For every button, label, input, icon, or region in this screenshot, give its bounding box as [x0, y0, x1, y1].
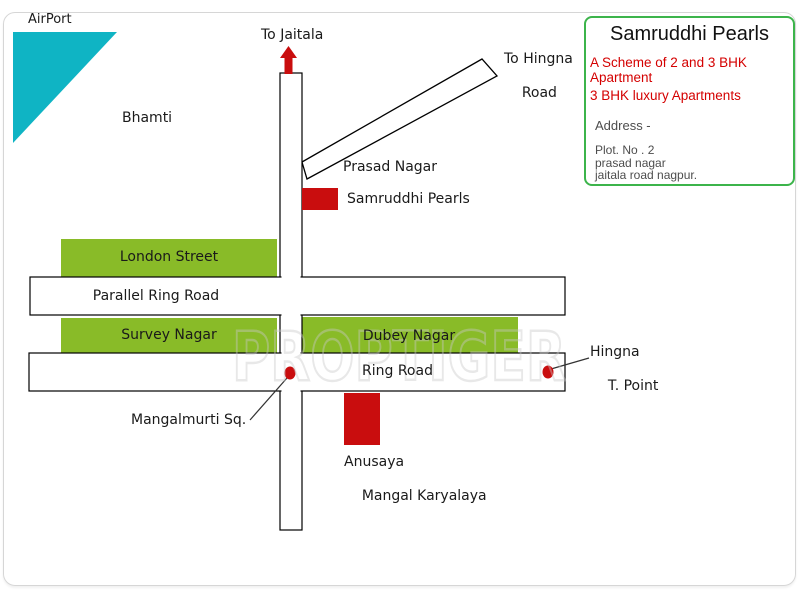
address-line1: Plot. No . 2 [595, 143, 655, 157]
label-anusaya-line1: Anusaya [344, 454, 405, 470]
label-london-street: London Street [119, 249, 219, 265]
label-mangalmurti-sq: Mangalmurti Sq. [131, 412, 247, 428]
area-london-street [61, 239, 277, 277]
area-survey-nagar [61, 318, 277, 353]
label-hingna-line1: Hingna [590, 344, 640, 360]
mangalmurti-pointer-line [249, 377, 288, 421]
label-anusaya: Anusaya Mangal Karyalaya [344, 454, 487, 505]
label-samruddhi-pearls: Samruddhi Pearls [347, 191, 470, 207]
mangalmurti-dot-icon [284, 366, 296, 380]
samruddhi-pearls-marker [302, 188, 338, 210]
road-hingna-diagonal [301, 58, 499, 180]
label-to-hingna-line2: Road [521, 85, 557, 101]
label-hingna-line2: T. Point [607, 378, 659, 394]
label-survey-nagar: Survey Nagar [121, 327, 217, 343]
project-info-box: Samruddhi Pearls A Scheme of 2 and 3 BHK… [584, 16, 795, 186]
label-to-hingna-line1: To Hingna [504, 51, 573, 67]
airport-area-triangle [13, 32, 117, 143]
watermark-text: PROPTIGER [232, 318, 566, 397]
anusaya-marker [344, 393, 380, 445]
canvas-border [3, 12, 796, 586]
label-hingna-t-point: Hingna T. Point [590, 344, 658, 395]
project-scheme-line2: 3 BHK luxury Apartments [590, 88, 741, 103]
hingna-dot-icon [542, 365, 554, 379]
label-parallel-ring-road: Parallel Ring Road [92, 288, 220, 304]
area-dubey-nagar [300, 317, 518, 353]
label-bhamti: Bhamti [122, 110, 173, 126]
address-label: Address - [595, 118, 651, 133]
address-line3: jaitala road nagpur. [595, 168, 698, 182]
north-arrow-icon [280, 46, 297, 74]
hingna-pointer-line [550, 357, 590, 370]
label-prasad-nagar: Prasad Nagar [343, 159, 438, 175]
project-title: Samruddhi Pearls [610, 23, 769, 45]
label-airport: AirPort [28, 12, 72, 27]
crossing-patch-parallel [281, 275, 301, 317]
project-scheme-line1: A Scheme of 2 and 3 BHK Apartment [590, 55, 747, 85]
label-anusaya-line2: Mangal Karyalaya [361, 488, 487, 504]
label-to-jaitala: To Jaitala [261, 27, 324, 43]
label-ring-road: Ring Road [362, 363, 433, 379]
label-dubey-nagar: Dubey Nagar [362, 328, 456, 344]
address-line2: prasad nagar [595, 155, 666, 170]
label-to-hingna: To Hingna Road [504, 51, 573, 102]
